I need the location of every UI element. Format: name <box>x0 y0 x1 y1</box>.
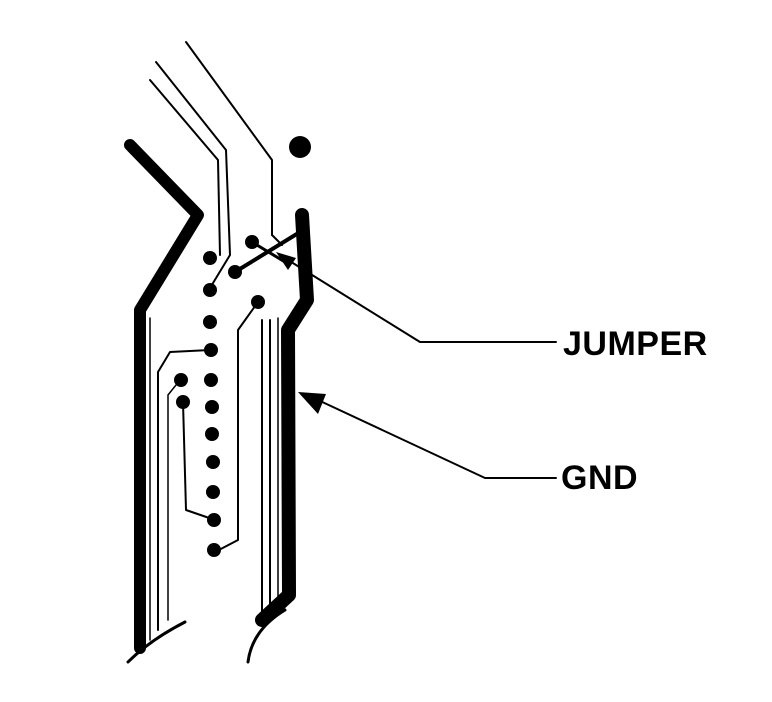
pin-pad <box>205 400 219 414</box>
left-board-edge <box>124 139 204 654</box>
gnd-label: GND <box>561 459 639 497</box>
pin-pad <box>203 251 217 265</box>
trace-top-2 <box>149 79 221 256</box>
pin-pad <box>205 427 219 441</box>
mounting-hole <box>289 136 311 158</box>
gnd-leader <box>317 399 557 479</box>
trace-left-3 <box>182 401 216 521</box>
jumper-leader <box>287 259 557 343</box>
left-board-bottom <box>126 620 187 664</box>
via-pad <box>245 235 259 249</box>
trace-top-1 <box>155 61 231 289</box>
pin-pad <box>203 283 217 297</box>
via-pad <box>251 295 265 309</box>
trace-right-column <box>214 301 259 553</box>
pin-pad <box>204 373 218 387</box>
pin-pad <box>204 343 218 357</box>
via-pad <box>174 373 188 387</box>
pin-pad <box>203 315 217 329</box>
trace-left-1 <box>157 349 211 631</box>
pin-pad <box>206 455 220 469</box>
trace-left-2 <box>167 379 181 621</box>
via-pad <box>228 265 242 279</box>
jumper-label: JUMPER <box>563 325 708 363</box>
via-pad <box>176 395 190 409</box>
pin-pad <box>206 485 220 499</box>
trace-top-3 <box>185 41 273 236</box>
gnd-strip <box>255 208 314 627</box>
right-board-bottom <box>246 608 287 664</box>
pin-pad <box>207 513 221 527</box>
jumper-arrowhead <box>276 252 296 270</box>
pin-pad <box>207 543 221 557</box>
gnd-arrowhead <box>298 392 326 414</box>
